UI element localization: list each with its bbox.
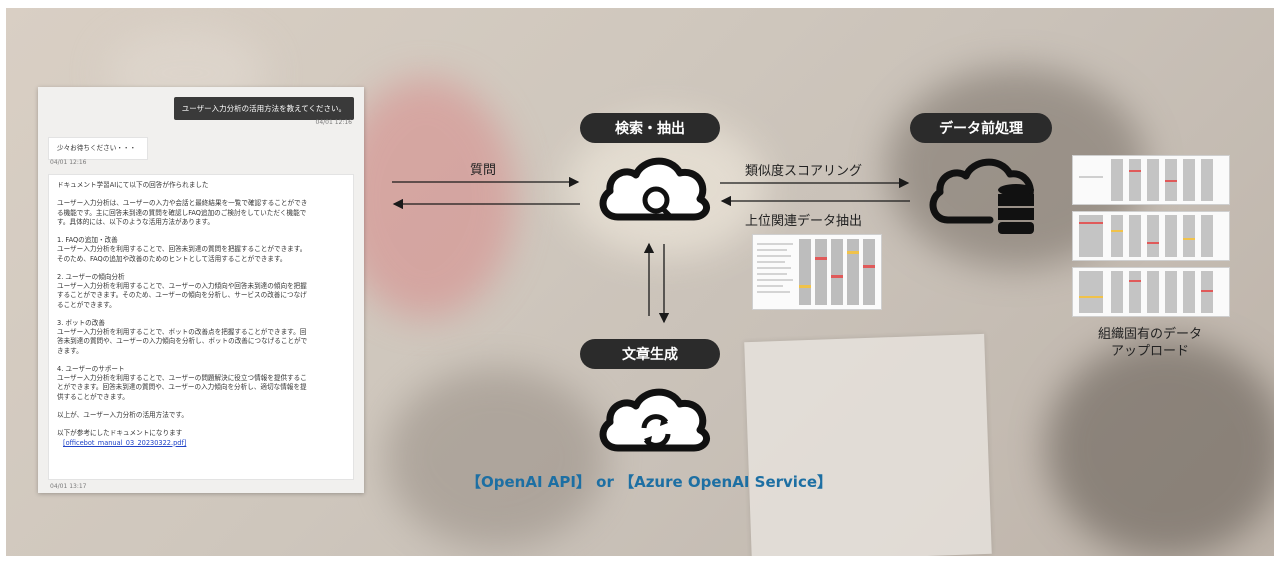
user-message-bubble: ユーザー入力分析の活用方法を教えてください。 — [173, 97, 354, 120]
question-label: 質問 — [470, 163, 497, 178]
generate-pill: 文章生成 — [580, 339, 720, 369]
extract-label: 上位関連データ抽出 — [745, 214, 863, 229]
document-thumbnail-icon — [753, 235, 881, 309]
search-extract-pill: 検索・抽出 — [580, 113, 720, 143]
document-thumbnail-icon — [1073, 268, 1229, 316]
answer-line: 答未到達の質問や、ユーザーの入力傾向を分析し、ボットの改善につなげることがで — [57, 337, 308, 346]
bg-tablet — [386, 368, 606, 548]
document-thumbnail-icon — [1073, 156, 1229, 204]
answer-line: 1. FAQの追加・改善 — [57, 236, 118, 245]
upload-caption-line1: 組織固有のデータ — [1097, 327, 1202, 342]
org-data-thumbnail-1 — [1072, 155, 1230, 205]
answer-line: ユーザー入力分析を利用することで、ユーザーの問題解決に役立つ情報を提供するこ — [57, 374, 307, 383]
answer-line: ユーザー入力分析を利用することで、ユーザーの入力傾向や回答未到達の傾向を把握 — [57, 282, 307, 291]
answer-line: 以上が、ユーザー入力分析の活用方法です。 — [57, 410, 188, 419]
extracted-data-thumbnail — [752, 234, 882, 310]
answer-bubble: ドキュメント学習AIにて以下の回答が作られましたユーザー入力分析は、ユーザーの入… — [48, 174, 354, 480]
wait-message-time: 04/01 12:16 — [50, 159, 87, 166]
answer-line: 供することができます。 — [57, 392, 129, 401]
answer-line: することができます。そのため、ユーザーの傾向を分析し、サービスの改善につなげ — [57, 291, 307, 300]
bg-dark-corner — [1046, 338, 1274, 556]
answer-line: 以下が参考にしたドキュメントになります — [57, 429, 183, 438]
org-data-thumbnail-2 — [1072, 211, 1230, 261]
bg-red-folder — [336, 78, 516, 318]
answer-time: 04/01 13:17 — [50, 483, 87, 490]
answer-lines: ドキュメント学習AIにて以下の回答が作られましたユーザー入力分析は、ユーザーの入… — [57, 181, 345, 439]
preprocess-pill: データ前処理 — [910, 113, 1052, 143]
answer-line: ユーザー入力分析を利用することで、回答未到達の質問を把握することができます。 — [57, 245, 307, 254]
similarity-label: 類似度スコアリング — [745, 164, 863, 179]
answer-line: す。具体的には、以下のような活用方法があります。 — [57, 217, 214, 226]
reference-document-link[interactable]: [officebot_manual_03_20230322.pdf] — [63, 438, 187, 447]
answer-line: 4. ユーザーのサポート — [57, 364, 125, 373]
answer-line: ユーザー入力分析を利用することで、ボットの改善点を把握することができます。回 — [57, 328, 307, 337]
chat-panel: ユーザー入力分析の活用方法を教えてください。 04/01 12:16 少々お待ち… — [38, 87, 364, 493]
answer-line: 3. ボットの改善 — [57, 318, 105, 327]
answer-line: とができます。回答未到達の質問や、ユーザーの入力傾向を分析し、適切な情報を提 — [57, 383, 307, 392]
api-footer-text: 【OpenAI API】 or 【Azure OpenAI Service】 — [466, 473, 833, 491]
user-message-time: 04/01 12:16 — [315, 119, 353, 126]
answer-line: きます。 — [57, 346, 83, 355]
upload-caption: 組織固有のデータ アップロード — [1075, 326, 1225, 360]
answer-line: そのため、FAQの追加や改善のためのヒントとして活用することができます。 — [57, 254, 287, 263]
answer-line: ユーザー入力分析は、ユーザーの入力や会話と最終結果を一覧で確認することができ — [57, 199, 308, 208]
wait-message-text: 少々お待ちください・・・ — [57, 144, 137, 152]
answer-line: ることができます。 — [57, 300, 116, 309]
cloud-database-icon — [929, 158, 1034, 234]
answer-line: ドキュメント学習AIにて以下の回答が作られました — [57, 181, 209, 189]
document-thumbnail-icon — [1073, 212, 1229, 260]
org-data-thumbnail-3 — [1072, 267, 1230, 317]
upload-caption-line2: アップロード — [1110, 344, 1189, 359]
cloud-sync-icon — [599, 388, 710, 452]
answer-line: る機能です。主に回答未到達の質問を確認しFAQ追加のご検討をしていただく機能で — [57, 208, 307, 217]
wait-message-bubble: 少々お待ちください・・・ — [48, 137, 148, 161]
answer-line: 2. ユーザーの傾向分析 — [57, 272, 125, 281]
cloud-search-icon — [599, 157, 710, 221]
